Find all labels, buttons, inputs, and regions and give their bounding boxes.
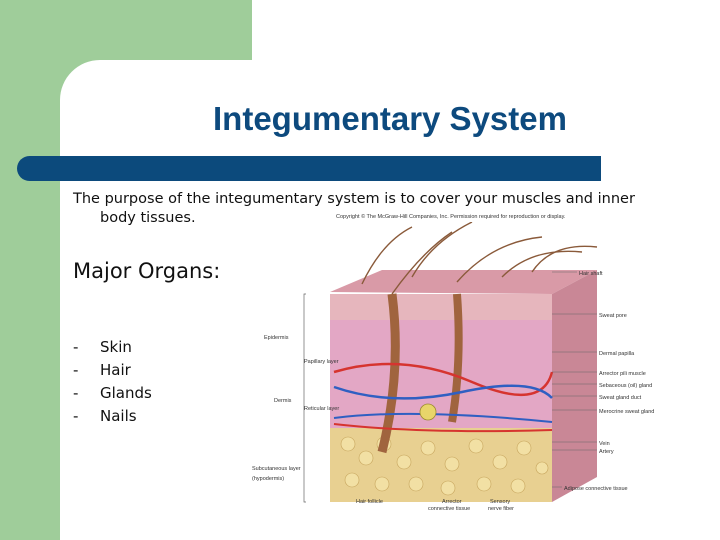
- purpose-line-1: The purpose of the integumentary system …: [73, 191, 635, 207]
- label-arrector-pili: Arrector pili muscle: [599, 371, 646, 377]
- label-sebaceous-gland: Sebaceous (oil) gland: [599, 383, 652, 389]
- adipose-cells: [340, 436, 549, 496]
- label-reticular-layer: Reticular layer: [304, 406, 339, 412]
- skin-cross-section-figure: Hair shaft Sweat pore Dermal papilla Arr…: [252, 222, 654, 512]
- organ-label: Skin: [100, 338, 132, 356]
- vein: [333, 384, 553, 400]
- label-merocrine-gland: Merocrine sweat gland: [599, 409, 654, 415]
- list-item: - Skin: [73, 336, 152, 359]
- hair-follicle: [377, 293, 400, 454]
- label-adipose: Adipose connective tissue: [564, 486, 628, 492]
- list-item: - Hair: [73, 359, 152, 382]
- label-epidermis: Epidermis: [264, 335, 289, 341]
- label-hypodermis: (hypodermis): [252, 476, 284, 482]
- background-green-strip: [0, 0, 60, 540]
- list-bullet: -: [73, 384, 79, 402]
- label-dermis: Dermis: [274, 398, 292, 404]
- hair-shafts: [361, 222, 598, 295]
- label-sensory: Sensory: [490, 499, 510, 505]
- label-connective-tissue: connective tissue: [428, 506, 470, 512]
- dermis-layer: [330, 320, 552, 428]
- skin-side-face: [552, 270, 597, 502]
- list-bullet: -: [73, 361, 79, 379]
- label-papillary-layer: Papillary layer: [304, 359, 339, 365]
- label-nerve-fiber: nerve fiber: [488, 506, 514, 512]
- organ-label: Hair: [100, 361, 131, 379]
- label-dermal-papilla: Dermal papilla: [599, 351, 635, 357]
- list-bullet: -: [73, 407, 79, 425]
- organ-label: Nails: [100, 407, 137, 425]
- hair-follicle: [448, 293, 463, 423]
- title-rule: [17, 156, 601, 181]
- label-vein: Vein: [599, 441, 610, 447]
- organ-list: - Skin - Hair - Glands - Nails: [73, 336, 152, 428]
- label-artery: Artery: [599, 449, 614, 455]
- label-hair-follicle: Hair follicle: [356, 499, 383, 505]
- list-item: - Nails: [73, 405, 152, 428]
- leader-lines: [552, 271, 597, 488]
- organ-label: Glands: [100, 384, 152, 402]
- skin-top-surface: [330, 270, 597, 294]
- artery: [333, 423, 553, 433]
- epidermis-layer: [330, 294, 552, 320]
- list-item: - Glands: [73, 382, 152, 405]
- label-arrector: Arrector: [442, 499, 462, 505]
- figure-copyright: Copyright © The McGraw-Hill Companies, I…: [336, 214, 566, 220]
- label-sweat-pore: Sweat pore: [599, 313, 627, 319]
- purpose-text: The purpose of the integumentary system …: [73, 190, 663, 228]
- label-sweat-gland-duct: Sweat gland duct: [599, 395, 642, 401]
- slide-title: Integumentary System: [213, 100, 567, 137]
- label-hair-shaft: Hair shaft: [579, 271, 603, 277]
- list-bullet: -: [73, 338, 79, 356]
- label-subcutaneous: Subcutaneous layer: [252, 466, 301, 472]
- sweat-gland: [419, 403, 437, 421]
- layer-bracket: [303, 293, 306, 503]
- purpose-line-2: body tissues.: [100, 210, 196, 226]
- major-organs-heading: Major Organs:: [73, 259, 221, 283]
